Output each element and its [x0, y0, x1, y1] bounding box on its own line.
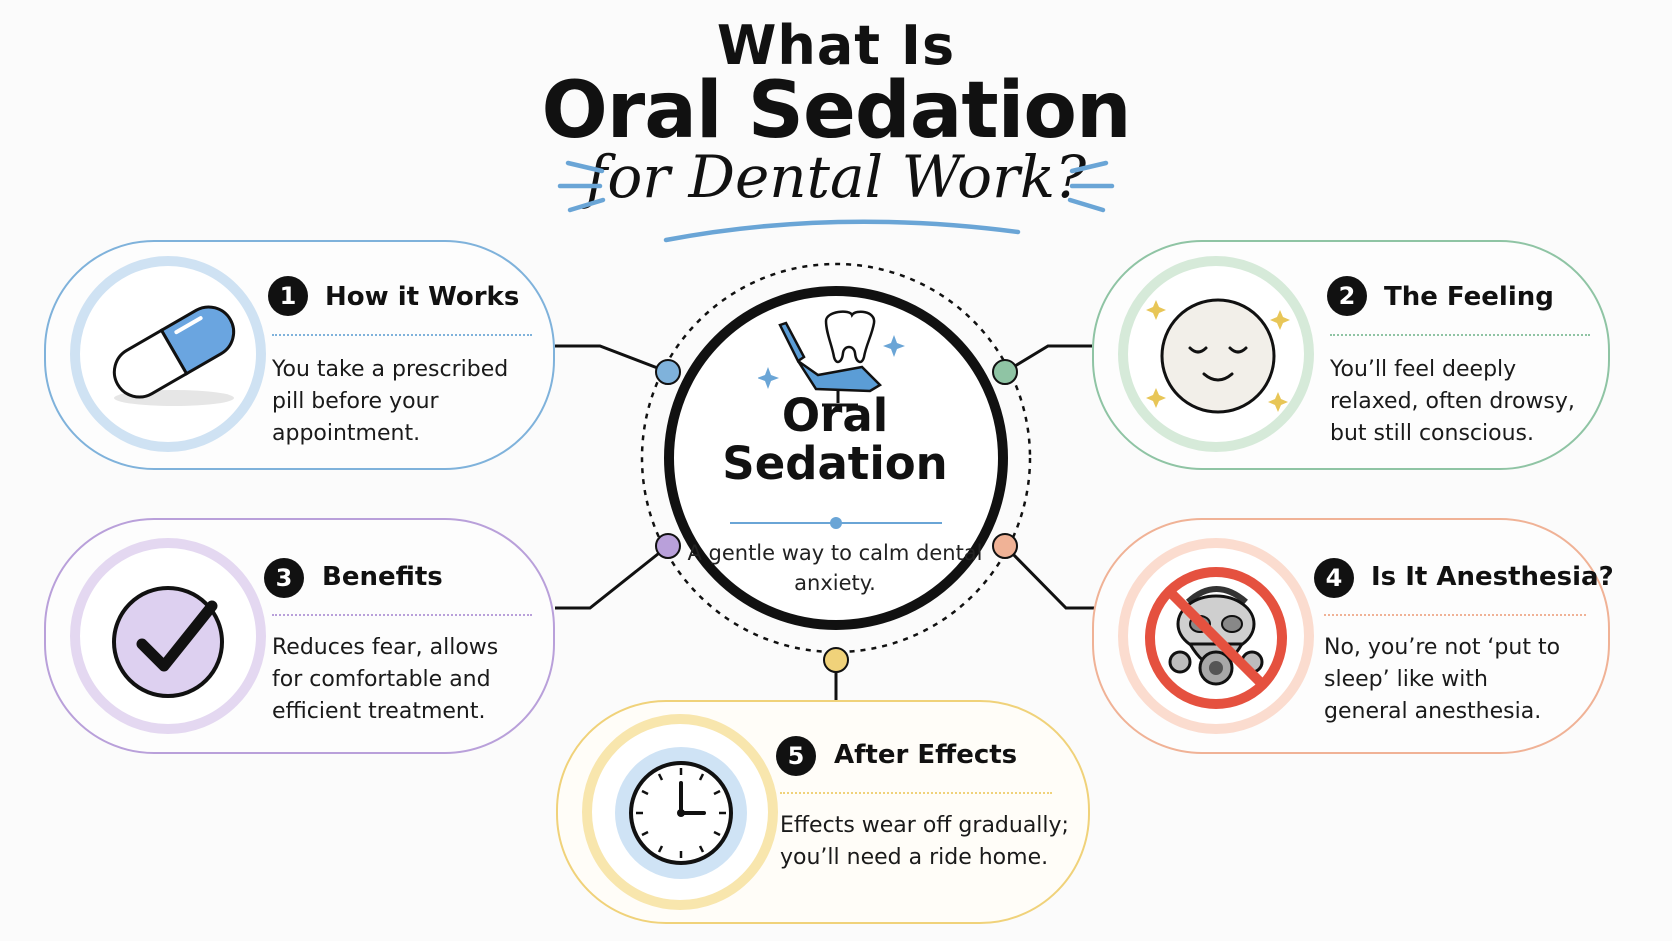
card-divider: [272, 334, 532, 336]
title-line-2: Oral Sedation: [541, 66, 1132, 156]
clock-icon: [615, 747, 747, 879]
card-number: 3: [264, 558, 304, 598]
node-purple: [655, 533, 681, 559]
card-description: Effects wear off gradually; you’ll need …: [780, 813, 1069, 870]
card-description: No, you’re not ‘put to sleep’ like with …: [1324, 635, 1561, 724]
card-divider: [272, 614, 532, 616]
card-divider: [1330, 334, 1590, 336]
center-hub: [640, 262, 1032, 654]
card-divider: [780, 792, 1052, 794]
card-title: Benefits: [322, 562, 443, 592]
card-title: The Feeling: [1384, 282, 1554, 312]
node-blue: [655, 359, 681, 385]
card-benefits: 3 Benefits Reduces fear, allows for comf…: [44, 518, 555, 754]
card-number: 1: [268, 276, 308, 316]
card-number: 2: [1327, 276, 1367, 316]
card-description: Reduces fear, allows for comfortable and…: [272, 635, 499, 724]
title-line-3: for Dental Work?: [585, 143, 1087, 211]
card-icon-ring: [70, 256, 266, 452]
card-title: Is It Anesthesia?: [1371, 562, 1614, 592]
no-gas-mask-icon: [1145, 567, 1287, 709]
card-description: You’ll feel deeply relaxed, often drowsy…: [1330, 357, 1575, 446]
dental-chair-tooth-icon: [758, 310, 905, 407]
card-title: After Effects: [834, 740, 1018, 770]
card-number: 4: [1314, 558, 1354, 598]
card-is-it-anesthesia: 4 Is It Anesthesia? No, you’re not ‘put …: [1092, 518, 1614, 754]
card-number: 5: [776, 736, 816, 776]
center-title-line-2: Sedation: [722, 437, 948, 490]
node-peach: [992, 533, 1018, 559]
center-title: Oral Sedation: [640, 392, 1030, 488]
card-the-feeling: 2 The Feeling You’ll feel deeply relaxed…: [1092, 240, 1610, 470]
card-icon-ring: [70, 538, 266, 734]
card-title: How it Works: [325, 282, 520, 312]
title-decoration: [557, 160, 1115, 243]
pill-capsule-icon: [112, 305, 236, 406]
title-line-1: What Is: [716, 14, 956, 77]
center-title-line-1: Oral: [781, 389, 889, 442]
card-how-it-works: 1 How it Works You take a prescribed pil…: [44, 240, 555, 470]
card-description: You take a prescribed pill before your a…: [272, 357, 509, 446]
node-green: [992, 359, 1018, 385]
node-yellow: [823, 647, 849, 673]
checkmark-icon: [112, 586, 224, 698]
center-tagline: A gentle way to calm dental anxiety.: [687, 541, 983, 595]
card-divider: [1324, 614, 1586, 616]
card-after-effects: 5 After Effects Effects wear off gradual…: [556, 700, 1090, 924]
relaxed-face-icon: [1146, 298, 1290, 414]
